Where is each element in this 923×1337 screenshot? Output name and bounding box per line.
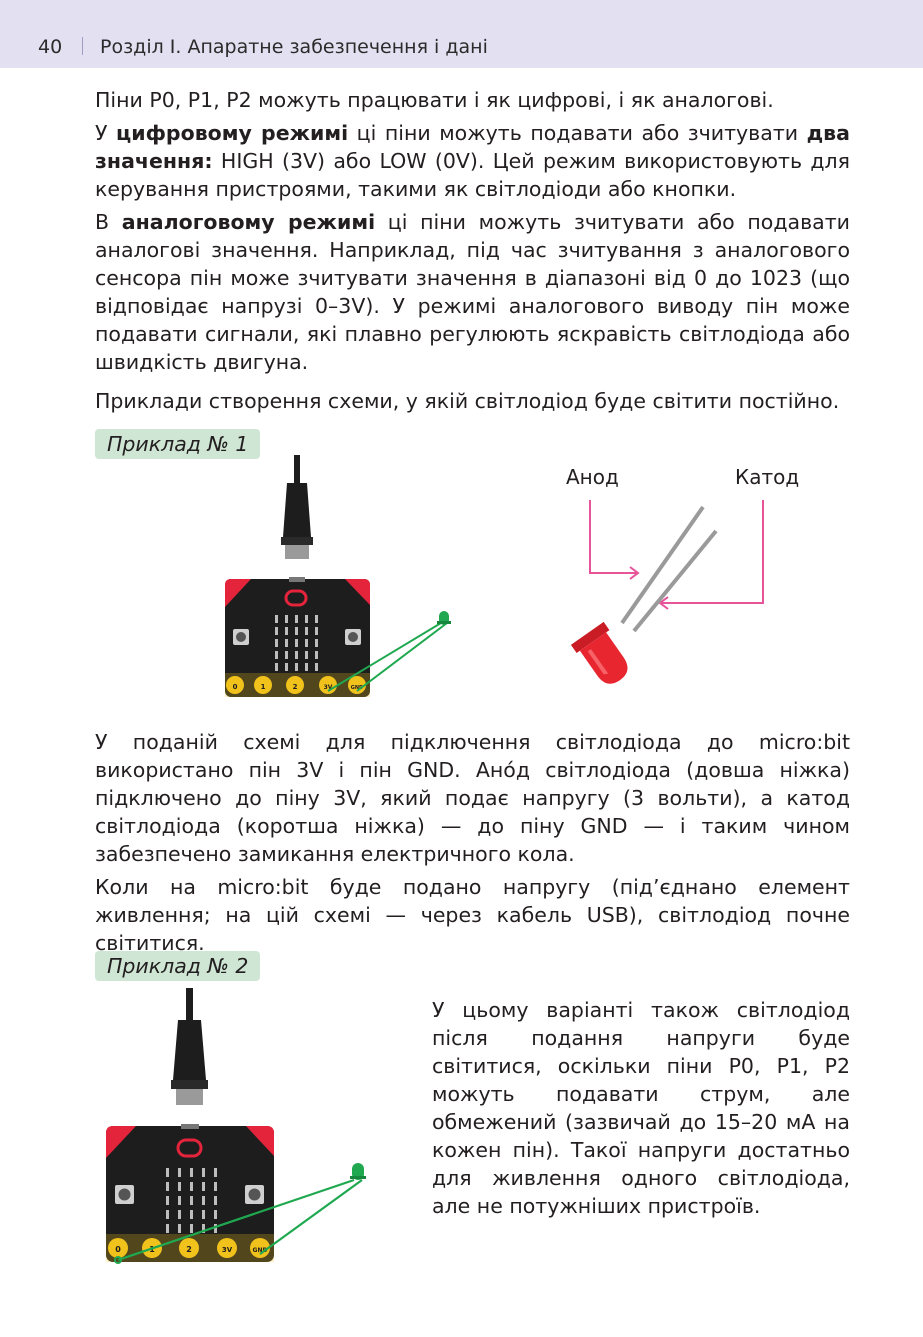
pin-label-1: 1	[261, 683, 266, 691]
example-2-description: У цьому варіанті також світлодіод після …	[432, 998, 850, 1218]
bold-term-analog: аналоговому режимі	[121, 210, 376, 234]
example-1-power-note: Коли на micro:bit буде подано напругу (п…	[95, 875, 850, 955]
wire-gnd	[356, 622, 448, 692]
text-span: В	[95, 210, 122, 234]
digital-mode-paragraph: У цифровому режимі ці піни можуть подава…	[95, 119, 850, 203]
pin-label-gnd: GND	[351, 685, 363, 691]
usb-plug-collar	[171, 1080, 208, 1089]
analog-mode-paragraph: В аналоговому режимі ці піни можуть зчит…	[95, 208, 850, 376]
anode-label: Анод	[566, 465, 619, 489]
usb-plug-collar	[281, 537, 313, 545]
example-1-microbit-figure: 0 1 2 3V GND	[225, 455, 451, 697]
pin-label-0: 0	[115, 1245, 121, 1254]
cathode-label: Катод	[735, 465, 800, 489]
wire-gnd	[259, 1179, 363, 1255]
cathode-arrow	[658, 500, 764, 610]
pin-label-2: 2	[186, 1245, 192, 1254]
usb-cable-wire	[294, 455, 300, 483]
usb-plug-metal	[176, 1089, 203, 1105]
pin-label-gnd: GND	[253, 1247, 268, 1254]
chapter-title: Розділ I. Апаратне забезпечення і дані	[100, 36, 488, 58]
page-number: 40	[38, 36, 63, 58]
page-header: 40 Розділ I. Апаратне забезпечення і дан…	[0, 0, 923, 68]
text-span: У	[95, 121, 117, 145]
examples-intro-paragraph: Приклади створення схеми, у якій світлод…	[95, 389, 840, 413]
example-1-label: Приклад № 1	[95, 429, 261, 459]
bold-term-two-values: два значення:	[95, 121, 850, 173]
pin-label-0: 0	[233, 683, 238, 691]
wire-3v	[327, 622, 442, 692]
microbit-board: 0 1 2 3V GND	[225, 577, 370, 697]
text-span: ці піни можуть зчитувати або подавати ан…	[95, 210, 850, 374]
led-diagram	[570, 500, 764, 684]
example-1-description: У поданій схемі для підключення світлоді…	[95, 730, 850, 866]
wire-p0-clip	[114, 1256, 122, 1264]
example-2-microbit-figure: 0 1 2 3V GND	[106, 988, 366, 1264]
pin-label-3v: 3V	[324, 684, 333, 691]
pin-label-3v: 3V	[222, 1246, 233, 1254]
intro-paragraph: Піни P0, P1, P2 можуть працювати і як ци…	[95, 88, 774, 112]
microbit-board: 0 1 2 3V GND	[106, 1124, 274, 1262]
red-led-body	[570, 621, 628, 684]
usb-cable-strain-relief	[283, 483, 311, 537]
bold-term-digital: цифровому режимі	[116, 121, 349, 145]
usb-plug-metal	[285, 545, 309, 559]
text-span: HIGH (3V) або LOW (0V). Цей режим викори…	[95, 149, 850, 201]
wire-p0	[117, 1178, 355, 1262]
usb-cable-wire	[186, 988, 193, 1020]
header-divider	[82, 37, 83, 55]
pin-label-2: 2	[293, 683, 298, 691]
anode-arrow	[589, 500, 640, 580]
text-span: ці піни можуть подавати або зчитувати	[348, 121, 807, 145]
green-led	[350, 1163, 366, 1180]
usb-cable-strain-relief	[173, 1020, 206, 1080]
green-led	[437, 611, 451, 625]
led-leg-cathode	[632, 529, 718, 633]
led-leg-anode	[620, 505, 705, 625]
example-2-label: Приклад № 2	[95, 951, 261, 981]
